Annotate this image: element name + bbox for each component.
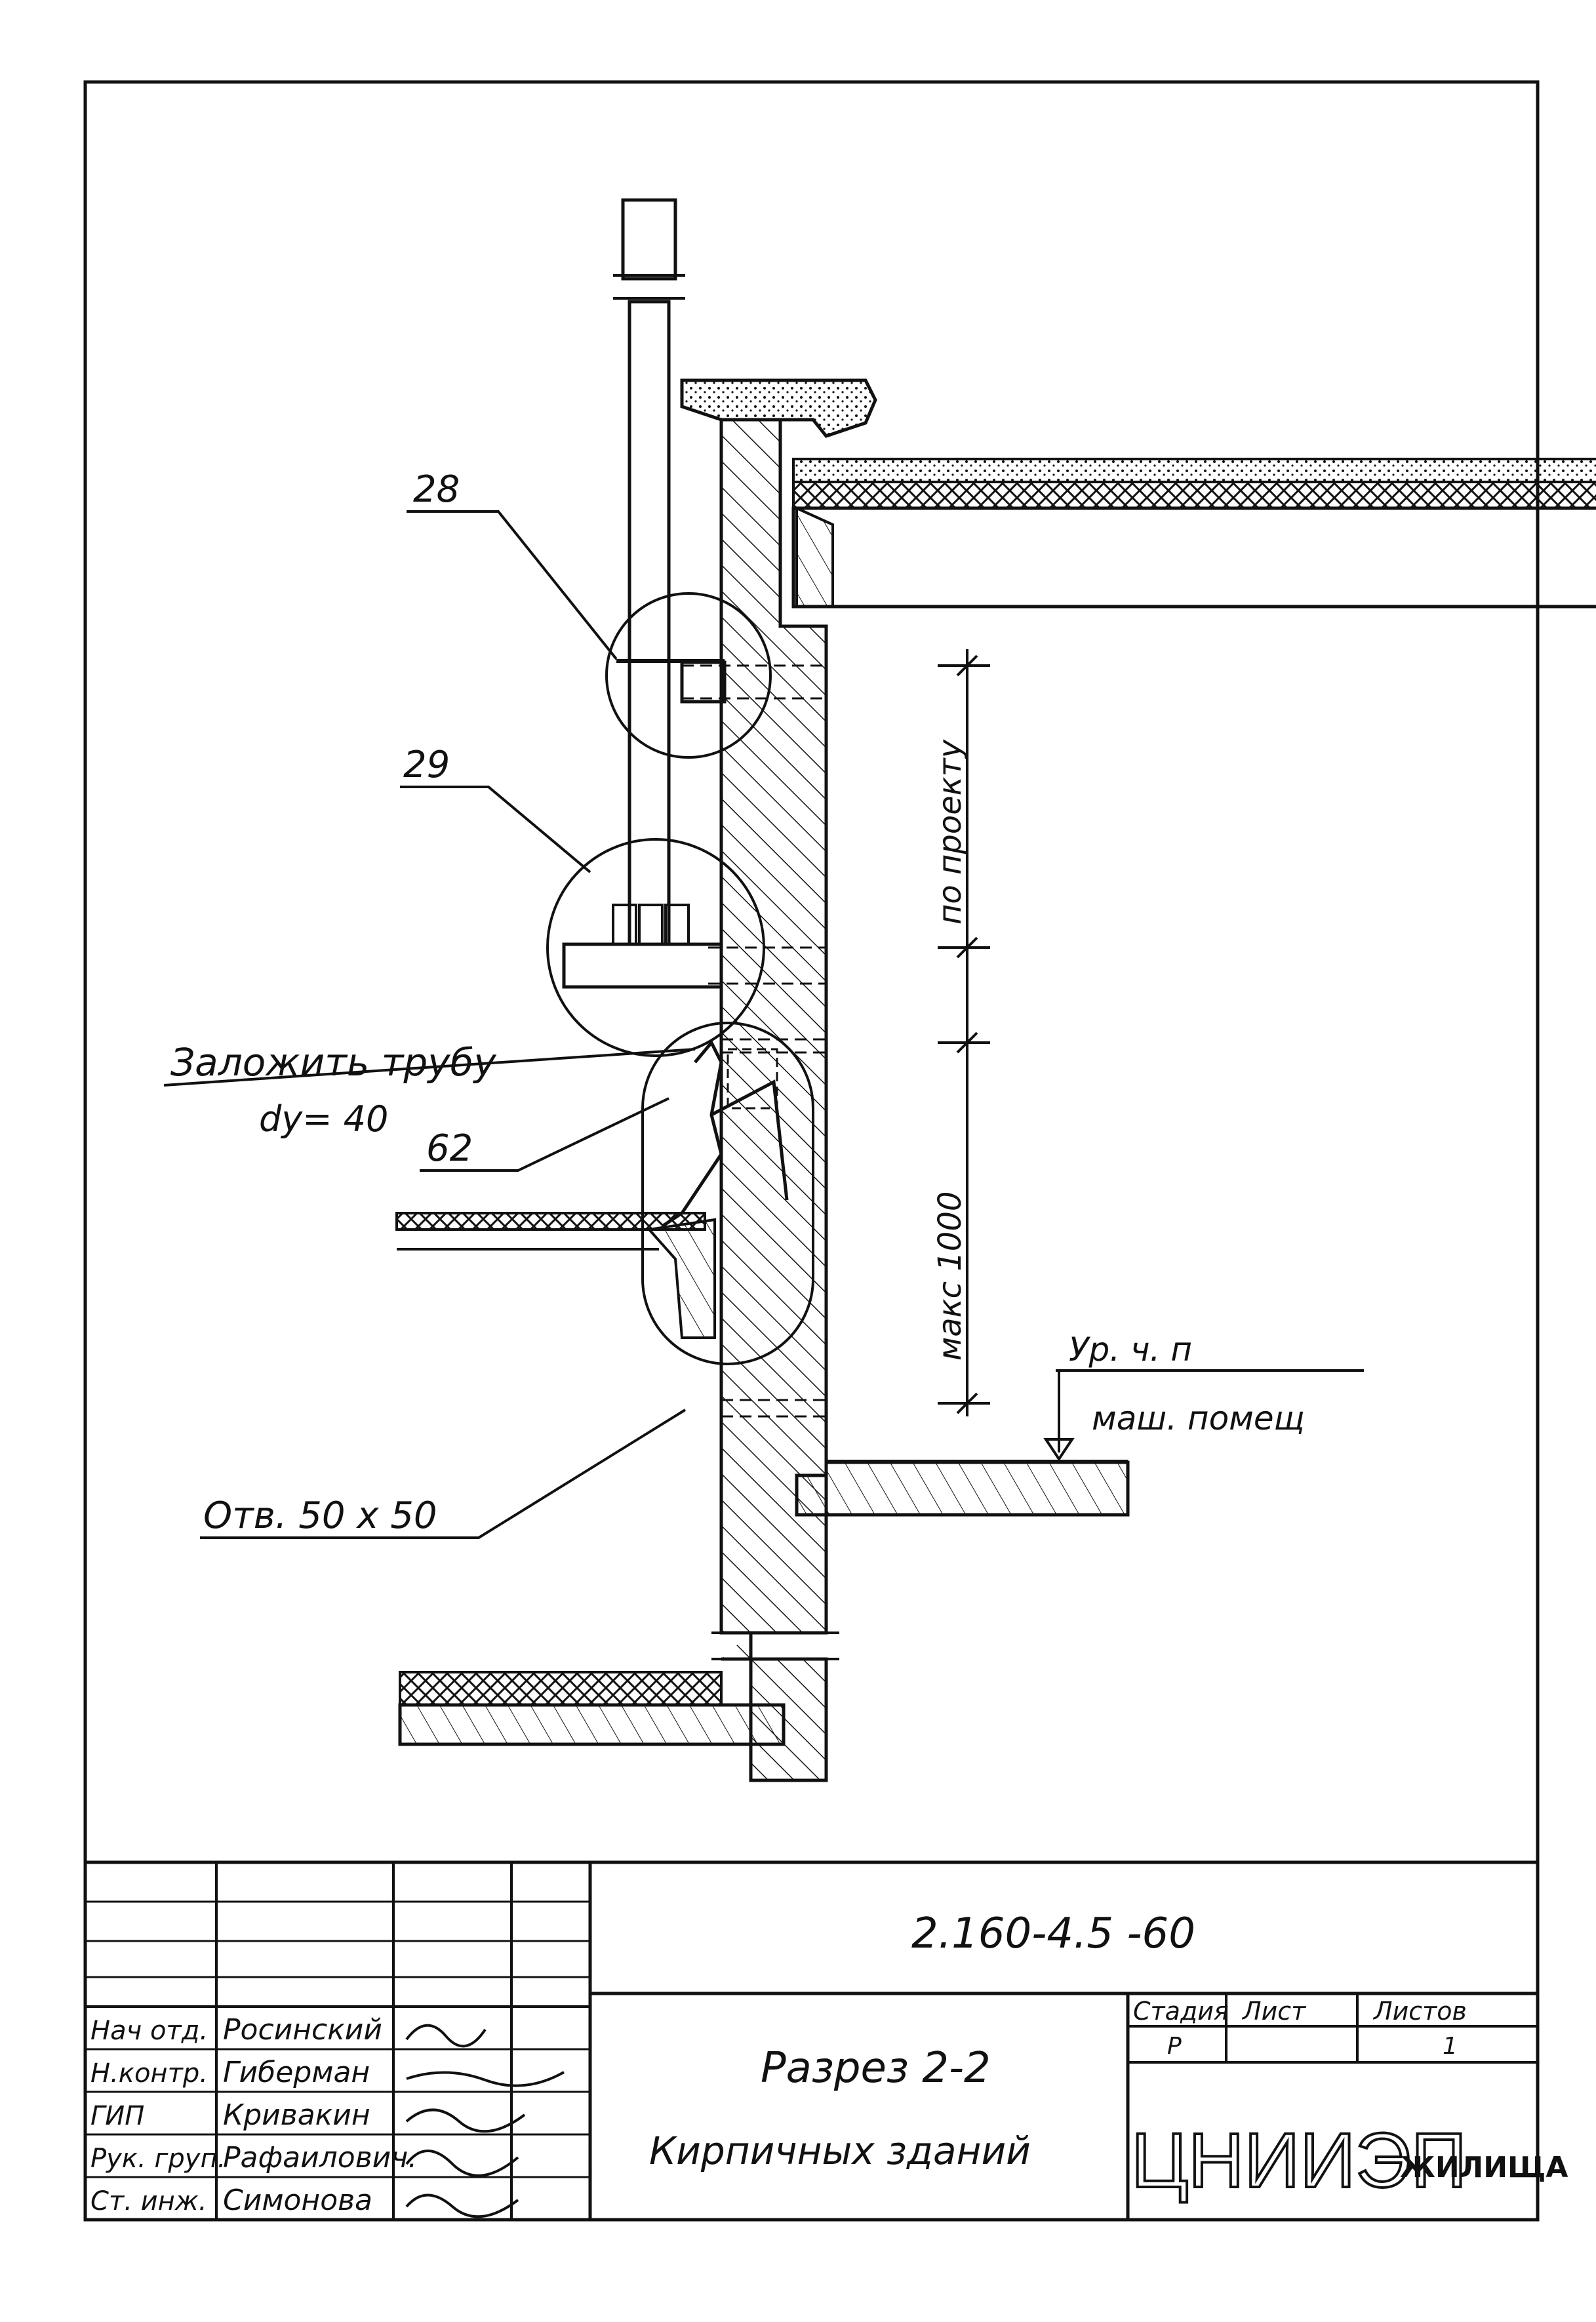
callout-62: 62	[426, 1127, 473, 1170]
lower-slab	[398, 1703, 786, 1746]
document-code: 2.160-4.5 -60	[911, 1910, 1195, 1958]
callout-28: 28	[413, 468, 460, 511]
sheets-value: 1	[1443, 2033, 1458, 2060]
parapet-coping	[680, 378, 877, 438]
signatory-name: Гиберман	[223, 2056, 370, 2089]
callout-pipe-line2: dy= 40	[259, 1098, 388, 1140]
roof-screed	[792, 458, 1596, 483]
wall-openings	[682, 664, 826, 1418]
dimension-line	[938, 649, 990, 1416]
signatory-role: Н.контр.	[90, 2058, 208, 2089]
level-marker	[1043, 1369, 1364, 1462]
sheet-frame	[83, 80, 1540, 2222]
stage-header: Стадия	[1133, 1997, 1229, 2026]
organization-suffix: ЖИЛИЩА	[1400, 2151, 1568, 2184]
callout-29: 29	[403, 744, 450, 786]
roof-slab	[791, 506, 1596, 609]
drawing-title-line2: Кирпичных зданий	[649, 2129, 1031, 2173]
left-roof-beam	[647, 1218, 716, 1339]
signatory-name: Кривакин	[223, 2098, 370, 2132]
mast-pole	[628, 300, 671, 959]
organization-name: ЦНИИЭП	[1131, 2117, 1467, 2204]
roof-beam	[795, 506, 834, 608]
level-label-line2: маш. помещ	[1092, 1399, 1305, 1437]
roof-insulation	[792, 481, 1596, 510]
signatory-role: Ст. инж.	[90, 2186, 207, 2216]
callout-pipe-line1: Заложить трубу	[170, 1040, 496, 1085]
detail-circle-28	[605, 592, 772, 759]
section-drawing	[163, 198, 1596, 1782]
machine-room-slab	[795, 1460, 1130, 1517]
stage-value: Р	[1167, 2033, 1182, 2060]
sheet-header: Лист	[1241, 1997, 1307, 2026]
signatory-role: Нач отд.	[90, 2016, 208, 2046]
title-block	[85, 1860, 1538, 2220]
embedded-pipe	[727, 1048, 778, 1110]
lower-insulation	[399, 1671, 723, 1706]
level-label-line1: Ур. ч. п	[1069, 1331, 1192, 1369]
signatory-name: Росинский	[223, 2013, 382, 2047]
bracket-28	[680, 660, 727, 704]
leader-lines	[163, 510, 696, 1539]
signatures	[405, 2024, 565, 2218]
detail-oval-62	[641, 1022, 814, 1365]
signatory-role: ГИП	[90, 2101, 144, 2131]
dimension-by-project: по проекту	[932, 739, 968, 925]
mast-top	[621, 198, 677, 281]
callout-hole: Отв. 50 х 50	[203, 1494, 437, 1537]
sheets-header: Листов	[1372, 1997, 1467, 2026]
base-bolt-2	[638, 904, 664, 946]
base-bolt-1	[612, 904, 637, 946]
base-plate-29	[562, 942, 723, 989]
signatory-name: Рафаилович.	[223, 2141, 417, 2174]
base-bolt-3	[664, 904, 690, 946]
signatory-name: Симонова	[223, 2184, 372, 2217]
signatory-role: Рук. груп.	[90, 2144, 226, 2174]
drawing-title-line1: Разрез 2-2	[761, 2044, 991, 2092]
dimension-max-1000: макс 1000	[932, 1191, 968, 1361]
flashing-62	[661, 1039, 789, 1228]
